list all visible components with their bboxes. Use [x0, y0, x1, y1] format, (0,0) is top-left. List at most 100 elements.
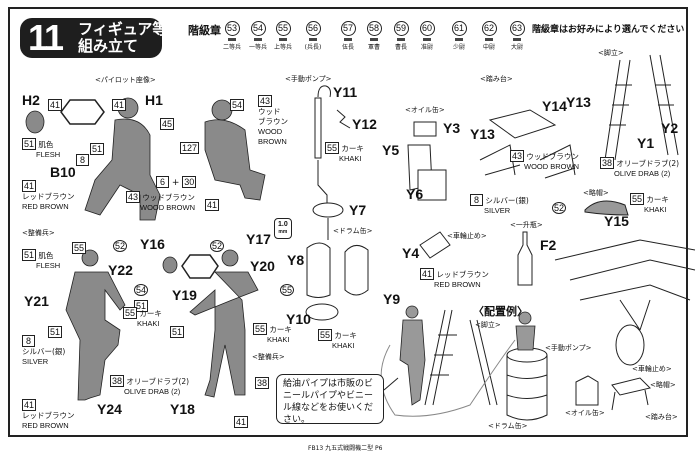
part-y17: Y17 — [246, 231, 271, 247]
rank-label: 曹長 — [394, 44, 407, 51]
rank-insignia-icon — [309, 38, 317, 41]
color-en: WOOD — [258, 127, 283, 136]
rank-label: 中尉 — [482, 44, 495, 51]
part-y6: Y6 — [406, 186, 424, 202]
step-number: 11 — [28, 17, 64, 58]
part-y12: Y12 — [352, 116, 377, 132]
rank-number: 57 — [340, 21, 356, 36]
color-jp: ブラウン — [258, 117, 288, 126]
part-y14: Y14 — [542, 98, 567, 114]
color-jp: オリーブドラブ(2) — [616, 159, 680, 168]
color-number: 55 — [72, 242, 87, 254]
color-number: 51 — [134, 300, 149, 312]
rank-label: 少尉 — [452, 44, 465, 51]
color-number: 51 — [48, 326, 63, 338]
color-en: RED BROWN — [22, 202, 69, 211]
color-number: 55 — [123, 307, 138, 319]
color-number: 6 — [156, 176, 169, 188]
rank-heading: 階級章 — [188, 24, 221, 37]
color-number: 8 — [76, 154, 89, 166]
part-y20: Y20 — [250, 258, 275, 274]
example-step-stool: <踏み台> — [645, 413, 678, 421]
color-en: KHAKI — [137, 319, 160, 328]
color-jp: レッドブラウン — [22, 411, 75, 420]
color-en: OLIVE DRAB (2) — [614, 169, 671, 178]
rank-label: 軍曹 — [367, 44, 380, 51]
part-f2: F2 — [540, 237, 557, 253]
color-number: 127 — [180, 142, 200, 154]
color-jp: シルバー(銀) — [485, 196, 529, 205]
rank-insignia-icon — [513, 38, 521, 41]
pilot-head-h2 — [25, 110, 45, 134]
color-en: KHAKI — [332, 341, 355, 350]
rank-number: 56 — [305, 21, 321, 36]
mechanic-hex-icon — [181, 254, 219, 279]
color-8-h1: 8 — [76, 148, 89, 167]
color-number: 55 — [630, 193, 645, 205]
color-jp: レッドブラウン — [436, 270, 489, 279]
color-en: FLESH — [36, 261, 61, 270]
color-en: FLESH — [36, 150, 61, 159]
color-en: SILVER — [484, 206, 511, 215]
section-mechanic: <整備兵> — [22, 229, 55, 237]
color-jp: シルバー(銀) — [22, 347, 66, 356]
part-y10: Y10 — [286, 311, 311, 327]
rank-insignia-icon — [485, 38, 493, 41]
step-title-badge: 11 フィギュア等の組み立て — [20, 17, 182, 58]
color-54-y22: 54 — [134, 278, 149, 297]
mechanic-figure-left — [65, 249, 126, 401]
part-h2: H2 — [22, 92, 40, 108]
color-number: 8 — [22, 335, 35, 347]
color-41-h1: 41 — [112, 93, 127, 112]
color-number: 55 — [253, 323, 268, 335]
rank-number: 55 — [275, 21, 291, 36]
color-jp: カーキ — [646, 195, 669, 204]
color-number: 38 — [110, 375, 125, 387]
color-en: SILVER — [22, 357, 49, 366]
color-number: 45 — [160, 118, 175, 130]
color-jp: レッドブラウン — [22, 192, 75, 201]
color-number: 51 — [22, 249, 37, 261]
color-olive-drab-ladder: 38 オリーブドラブ(2)OLIVE DRAB (2) — [600, 157, 679, 179]
color-number: 51 — [90, 143, 105, 155]
fuel-hose-note: 給油パイプは市販のビニールパイプやビニール線などをお使いください。 — [276, 374, 384, 425]
color-en: KHAKI — [339, 154, 362, 163]
color-52-y17: 52 — [210, 234, 225, 253]
part-y18: Y18 — [170, 401, 195, 417]
color-en: KHAKI — [644, 205, 667, 214]
color-number: 55 — [280, 284, 295, 296]
color-number: 55 — [318, 329, 333, 341]
rank-label: 准尉 — [420, 44, 433, 51]
rank-insignia-icon — [228, 38, 236, 41]
rank-insignia-icon — [254, 38, 262, 41]
color-jp: ウッドブラウン — [526, 152, 579, 161]
drill-size: 1.0 — [278, 221, 288, 228]
color-number: 41 — [205, 199, 220, 211]
example-cap: <略帽> — [650, 381, 676, 389]
color-41-h2: 41 — [48, 93, 63, 112]
part-y9: Y9 — [383, 291, 401, 307]
hand-pump-drawing — [305, 54, 696, 421]
color-jp: カーキ — [341, 144, 364, 153]
color-number: 41 — [48, 99, 63, 111]
rank-label: 一等兵 — [248, 44, 267, 51]
section-oil-can: <オイル缶> — [405, 106, 445, 114]
part-y21: Y21 — [24, 293, 49, 309]
part-y4: Y4 — [402, 245, 420, 261]
color-51-y21-hand: 51 — [48, 320, 63, 339]
section-pump: <手動ポンプ> — [285, 75, 332, 83]
color-jp: カーキ — [334, 331, 357, 340]
step-title: フィギュア等の組み立て — [78, 21, 182, 55]
part-y15: Y15 — [604, 213, 629, 229]
color-51-y19: 51 — [170, 320, 185, 339]
color-41-pilot-back: 41 — [205, 193, 220, 212]
